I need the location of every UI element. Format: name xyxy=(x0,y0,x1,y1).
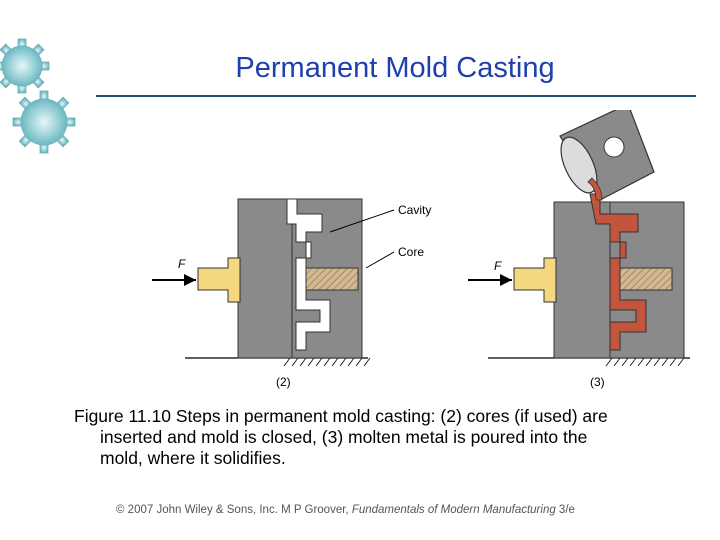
slide-title: Permanent Mold Casting xyxy=(235,52,555,84)
gear-decoration-icon xyxy=(0,38,76,154)
gear-bottom-icon xyxy=(12,90,76,154)
title-divider xyxy=(96,95,696,97)
footer-prefix: © 2007 John Wiley & Sons, Inc. M P Groov… xyxy=(116,504,352,516)
caption-line-3: mold, where it solidifies. xyxy=(100,448,286,468)
left-panel-label: (2) xyxy=(276,375,291,389)
gear-top-icon xyxy=(0,38,50,94)
right-panel-label: (3) xyxy=(590,375,605,389)
caption-line-2: inserted and mold is closed, (3) molten … xyxy=(100,427,588,447)
ladle-icon xyxy=(559,110,655,201)
figure-caption: Figure 11.10 Steps in permanent mold cas… xyxy=(74,406,674,469)
permanent-mold-figure: F Cavity Core (2) F xyxy=(152,110,690,389)
right-mold-panel: F (3) xyxy=(468,110,690,389)
left-force-label: F xyxy=(178,257,186,271)
callout-core: Core xyxy=(398,245,424,259)
copyright-footer: © 2007 John Wiley & Sons, Inc. M P Groov… xyxy=(116,504,575,516)
right-force-label: F xyxy=(494,259,502,273)
caption-line-1: Figure 11.10 Steps in permanent mold cas… xyxy=(74,406,608,426)
footer-book-title: Fundamentals of Modern Manufacturing xyxy=(351,504,556,516)
callout-cavity: Cavity xyxy=(398,203,431,217)
footer-suffix: 3/e xyxy=(555,504,575,516)
left-mold-panel: F Cavity Core (2) xyxy=(152,198,431,389)
